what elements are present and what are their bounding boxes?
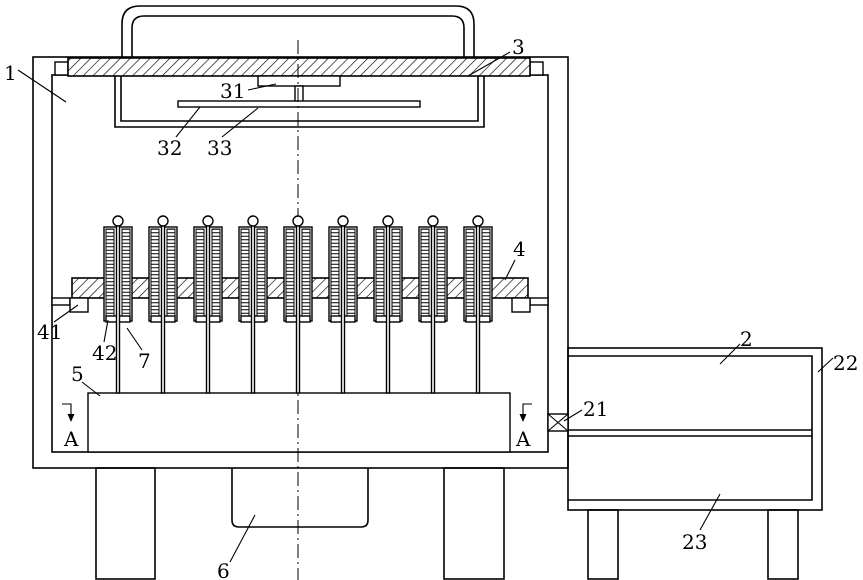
brush-assembly <box>419 216 447 393</box>
reference-numeral-1: 1 <box>4 61 17 85</box>
brush-ball <box>428 216 438 226</box>
brush-assembly <box>194 216 222 393</box>
brush-bristles-left <box>421 229 429 317</box>
brush-rod <box>477 224 480 393</box>
tank-outer-wall <box>568 348 822 510</box>
brush-rod <box>342 224 345 393</box>
brush-bristles-left <box>286 229 294 317</box>
brush-assembly <box>284 216 312 393</box>
brush-ball <box>473 216 483 226</box>
brush-ball <box>248 216 258 226</box>
reference-numeral-42: 42 <box>92 341 117 365</box>
brush-ball <box>158 216 168 226</box>
section-arrow-right-head <box>520 414 527 422</box>
brush-rod <box>117 224 120 393</box>
reference-numeral-2: 2 <box>740 327 753 351</box>
brush-rod <box>387 224 390 393</box>
box-leg-left <box>96 468 155 579</box>
leader-7 <box>127 328 142 350</box>
section-label-left: A <box>63 427 79 451</box>
brush-rod <box>162 224 165 393</box>
brush-array <box>104 216 492 393</box>
brush-bristles-right <box>437 229 445 317</box>
tank-inner-wall <box>568 356 812 500</box>
brush-bristles-left <box>376 229 384 317</box>
brush-rod <box>297 224 300 393</box>
reference-numeral-22: 22 <box>833 351 858 375</box>
box-leg-right <box>444 468 504 579</box>
brush-assembly <box>239 216 267 393</box>
leader-2 <box>720 344 740 364</box>
section-label-right: A <box>515 427 531 451</box>
leader-22 <box>818 358 833 372</box>
reference-numeral-21: 21 <box>583 397 608 421</box>
leader-6 <box>230 515 255 562</box>
brush-bristles-right <box>482 229 490 317</box>
reference-numeral-4: 4 <box>513 237 526 261</box>
brush-bristles-right <box>302 229 310 317</box>
brush-rod <box>207 224 210 393</box>
section-arrow-left-head <box>68 414 75 422</box>
brush-bristles-right <box>257 229 265 317</box>
brush-bristles-left <box>196 229 204 317</box>
brush-ball <box>383 216 393 226</box>
drawer <box>232 468 368 527</box>
brush-bristles-right <box>122 229 130 317</box>
brush-ball <box>293 216 303 226</box>
brush-assembly <box>464 216 492 393</box>
tank-leg-left <box>588 510 618 579</box>
box-corner-block-left <box>55 62 68 75</box>
reference-numeral-23: 23 <box>682 530 707 554</box>
brush-bristles-right <box>347 229 355 317</box>
brush-bristles-right <box>167 229 175 317</box>
rack-support-right-clamp <box>512 298 530 312</box>
reference-numeral-3: 3 <box>512 35 525 59</box>
lid-plate <box>68 58 530 76</box>
brush-rod <box>432 224 435 393</box>
reference-numeral-6: 6 <box>217 559 230 580</box>
reference-numeral-31: 31 <box>220 79 245 103</box>
rack-support-right-ledge <box>530 298 548 305</box>
brush-bristles-left <box>151 229 159 317</box>
rack-support-left-ledge <box>52 298 70 305</box>
brush-bristles-left <box>466 229 474 317</box>
brush-rod <box>252 224 255 393</box>
brush-ball <box>203 216 213 226</box>
leader-33 <box>222 108 258 137</box>
brush-bristles-left <box>106 229 114 317</box>
brush-assembly <box>104 216 132 393</box>
leader-32 <box>176 107 200 137</box>
brush-bristles-left <box>241 229 249 317</box>
component-31-block <box>258 76 340 86</box>
basin <box>88 393 510 452</box>
box-corner-block-right <box>530 62 543 75</box>
leader-4 <box>505 260 515 280</box>
reference-numeral-32: 32 <box>157 136 182 160</box>
reference-numeral-33: 33 <box>207 136 232 160</box>
tank-leg-right <box>768 510 798 579</box>
component-31-shaft <box>295 86 303 102</box>
brush-bristles-left <box>331 229 339 317</box>
brush-assembly <box>149 216 177 393</box>
brush-bristles-right <box>392 229 400 317</box>
reference-numeral-7: 7 <box>138 349 151 373</box>
reference-numeral-41: 41 <box>37 320 62 344</box>
brush-assembly <box>329 216 357 393</box>
brush-ball <box>338 216 348 226</box>
rack-support-left-clamp <box>70 298 88 312</box>
leader-42 <box>104 320 108 342</box>
component-32-plate <box>178 101 420 107</box>
reference-numeral-5: 5 <box>71 362 84 386</box>
brush-assembly <box>374 216 402 393</box>
brush-ball <box>113 216 123 226</box>
brush-bristles-right <box>212 229 220 317</box>
